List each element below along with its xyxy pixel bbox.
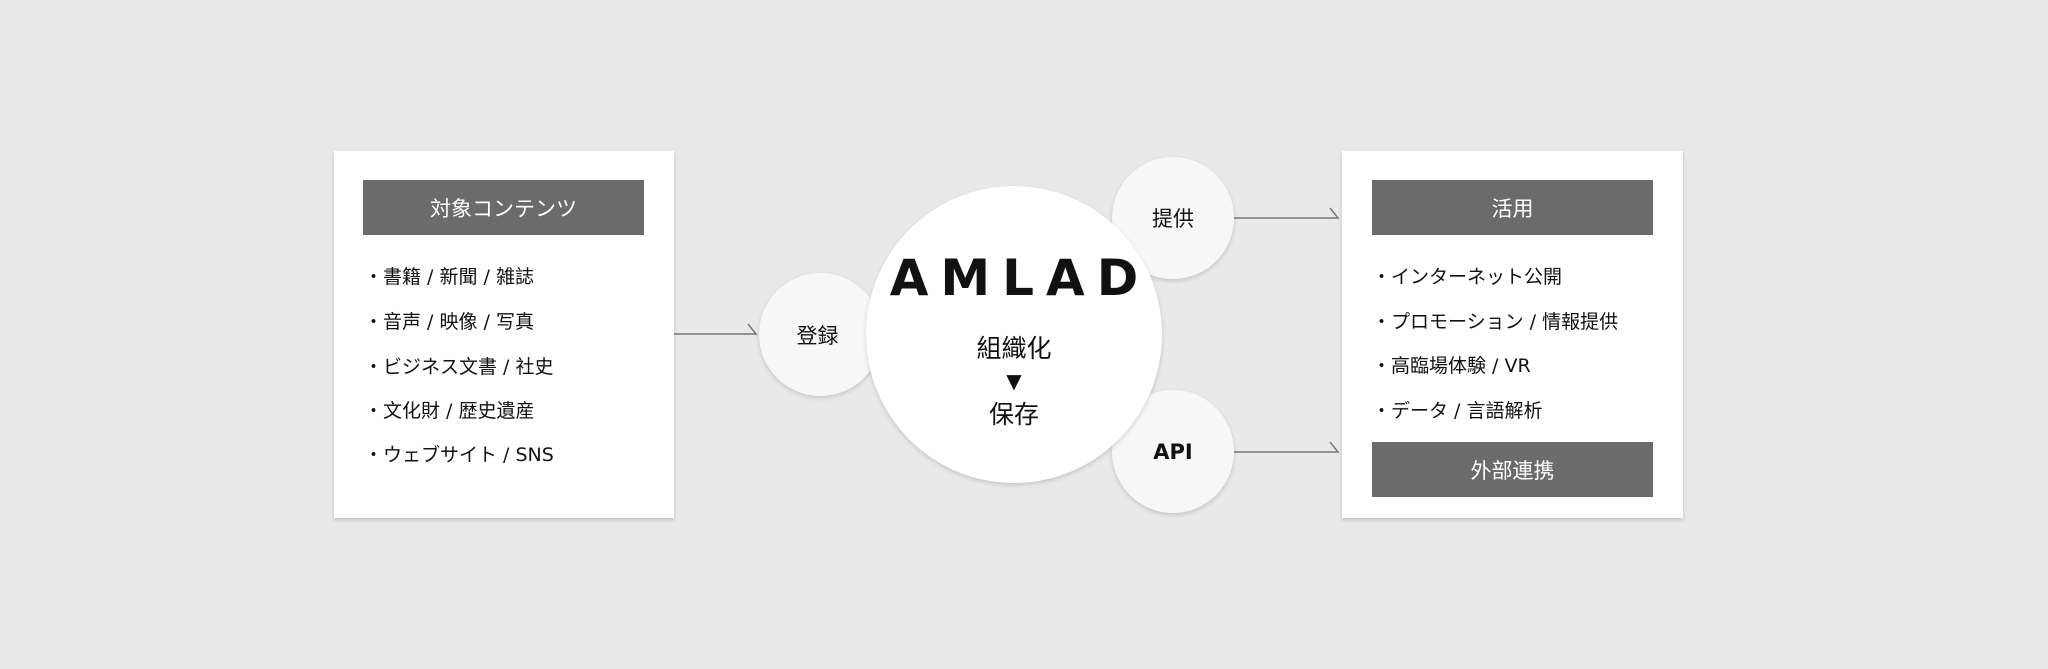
list-item: ・ウェブサイト / SNS [364,444,554,466]
list-item: ・ビジネス文書 / 社史 [364,356,554,378]
store-label: 保存 [988,399,1039,429]
register-circle: 登録 [759,273,882,396]
target-content-header: 対象コンテンツ [363,180,644,235]
arrow-to-register [674,323,758,335]
list-item: ・高臨場体験 / VR [1372,355,1531,377]
amlad-logo: AMLAD [889,248,1151,307]
amlad-core-circle: AMLAD 組織化 ▼ 保存 [866,186,1162,483]
arrow-to-utilization [1234,207,1340,219]
list-item: ・書籍 / 新聞 / 雑誌 [364,266,534,288]
down-arrow-icon: ▼ [1006,368,1022,393]
list-item: ・プロモーション / 情報提供 [1372,311,1619,333]
list-item: ・音声 / 映像 / 写真 [364,311,534,333]
list-item: ・インターネット公開 [1372,266,1563,288]
arrow-to-external [1234,441,1340,453]
list-item: ・文化財 / 歴史遺産 [364,400,535,422]
list-item: ・データ / 言語解析 [1372,400,1543,422]
utilization-header: 活用 [1372,180,1653,235]
organize-label: 組織化 [976,333,1052,363]
external-integration-bar: 外部連携 [1372,442,1653,497]
